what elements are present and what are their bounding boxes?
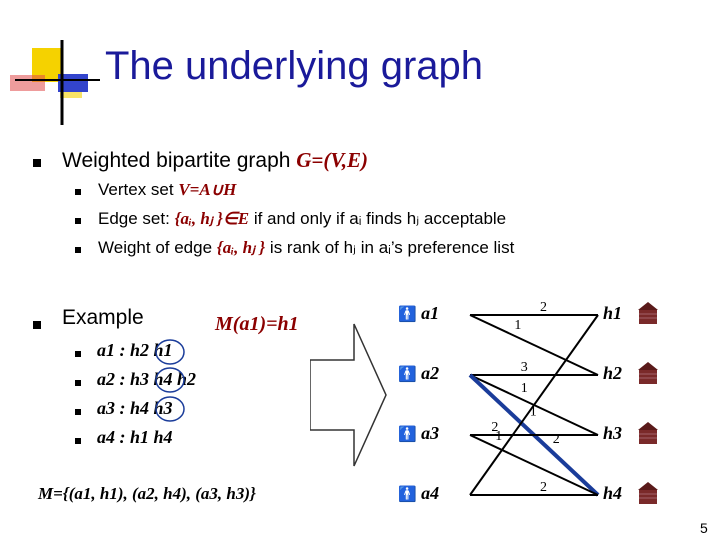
edge-a1-h2 bbox=[469, 314, 599, 376]
edge-weight-a4-h1: 1 bbox=[530, 404, 537, 419]
sub-bullet-marker bbox=[75, 438, 81, 444]
house-h2: h2 bbox=[603, 363, 623, 383]
edge-weight-a1-h2: 1 bbox=[514, 318, 521, 333]
person-icon: 🚹 bbox=[398, 486, 417, 503]
pref-list-a4: a4 : h1 h4 bbox=[97, 427, 173, 447]
edge-a3-h4 bbox=[469, 434, 599, 496]
sub-bullet-marker bbox=[75, 247, 81, 253]
sub-bullet-edge: Edge set: {aᵢ, hⱼ }∈E if and only if aᵢ … bbox=[98, 209, 507, 228]
page-number: 5 bbox=[700, 520, 708, 536]
person-icon: 🚹 bbox=[398, 366, 417, 383]
sub-bullet-marker bbox=[75, 351, 81, 357]
example-label: Example bbox=[62, 306, 144, 329]
right-arrow-shape bbox=[310, 323, 387, 467]
edge-weight-a2-h2: 3 bbox=[521, 360, 528, 375]
logo-decoration bbox=[10, 40, 100, 125]
brick-house-icon bbox=[638, 302, 658, 324]
applicant-a4: 🚹 a4 bbox=[398, 483, 440, 503]
sub-bullet-marker bbox=[75, 189, 81, 195]
brick-house-icon bbox=[638, 422, 658, 444]
matching-set: M={(a1, h1), (a2, h4), (a3, h3)} bbox=[38, 484, 256, 503]
person-icon: 🚹 bbox=[398, 306, 417, 323]
applicant-a3: 🚹 a3 bbox=[398, 423, 440, 443]
matching-annotation: M(a1)=h1 bbox=[215, 313, 299, 335]
page-title: The underlying graph bbox=[105, 44, 484, 88]
sub-bullet-weight: Weight of edge {aᵢ, hⱼ } is rank of hⱼ i… bbox=[98, 238, 515, 257]
pref-list-a1: a1 : h2 h1 bbox=[97, 340, 173, 360]
house-h4: h4 bbox=[603, 483, 623, 503]
edge-weight-a1-h1: 2 bbox=[540, 300, 547, 315]
bullet-marker bbox=[33, 321, 41, 329]
sub-bullet-marker bbox=[75, 409, 81, 415]
house-h1: h1 bbox=[603, 303, 623, 323]
edge-weight-a2-h3: 1 bbox=[521, 381, 528, 396]
person-icon: 🚹 bbox=[398, 426, 417, 443]
brick-house-icon bbox=[638, 362, 658, 384]
pref-list-a3: a3 : h4 h3 bbox=[97, 398, 173, 418]
sub-bullet-marker bbox=[75, 218, 81, 224]
math-g: G=(V,E) bbox=[296, 148, 368, 172]
edge-weight-a3-h4: 1 bbox=[495, 429, 502, 444]
sub-bullet-marker bbox=[75, 380, 81, 386]
bullet-weighted-graph: Weighted bipartite graph G=(V,E) bbox=[62, 148, 368, 172]
house-h3: h3 bbox=[603, 423, 623, 443]
edge-weight-a2-h4: 2 bbox=[553, 432, 560, 447]
edge-weight-a4-h4: 2 bbox=[540, 480, 547, 495]
sub-bullet-vertex: Vertex set V=A∪H bbox=[98, 180, 237, 199]
bullet-marker bbox=[33, 159, 41, 167]
edge-a4-h1 bbox=[469, 314, 599, 496]
applicant-a2: 🚹 a2 bbox=[398, 363, 440, 383]
applicant-a1: 🚹 a1 bbox=[398, 303, 440, 323]
brick-house-icon bbox=[638, 482, 658, 504]
edge-weight-a3-h3: 2 bbox=[491, 420, 498, 435]
